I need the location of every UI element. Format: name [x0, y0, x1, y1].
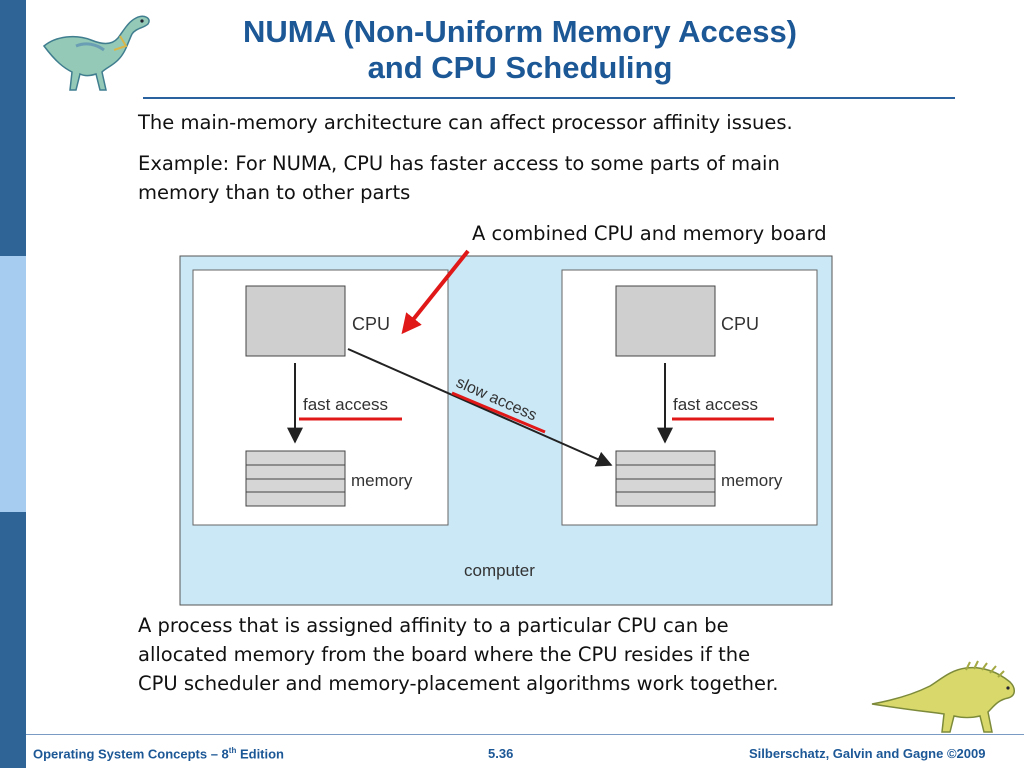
bullet-2-line-1: Example: For NUMA, CPU has faster access… — [138, 152, 780, 175]
bottom-line-2: allocated memory from the board where th… — [138, 643, 751, 666]
footer-book-title-text: Operating System Concepts – 8 — [33, 746, 229, 762]
sidebar-bottom — [0, 512, 26, 768]
footer-rule — [26, 734, 1024, 735]
right-fast-label: fast access — [673, 395, 758, 414]
slow-access-highlight — [451, 391, 546, 434]
left-memory-label: memory — [351, 471, 413, 490]
footer-book-title-sup: th — [228, 746, 237, 755]
right-memory-stack — [615, 450, 716, 507]
computer-label: computer — [464, 561, 535, 580]
right-cpu-chip — [615, 285, 716, 357]
bottom-paragraph: A process that is assigned affinity to a… — [138, 611, 778, 698]
left-cpu-chip — [245, 285, 346, 357]
right-cpu-label: CPU — [721, 314, 759, 334]
sidebar-top — [0, 0, 26, 256]
slide-title: NUMA (Non-Uniform Memory Access) and CPU… — [150, 14, 890, 86]
title-line-1: NUMA (Non-Uniform Memory Access) — [242, 14, 798, 49]
slow-access-arrow — [347, 348, 613, 467]
title-line-2: and CPU Scheduling — [367, 50, 673, 85]
footer-authors: Silberschatz, Galvin and Gagne ©2009 — [749, 746, 986, 761]
left-fast-label: fast access — [303, 395, 388, 414]
footer-book-title: Operating System Concepts – 8th Edition — [33, 746, 284, 761]
left-memory-stack — [245, 450, 346, 507]
bottom-line-3: CPU scheduler and memory-placement algor… — [138, 672, 779, 695]
footer-page-number: 5.36 — [488, 746, 514, 761]
footer-book-title-suffix: Edition — [236, 746, 285, 762]
bullet-2: Example: For NUMA, CPU has faster access… — [138, 149, 780, 207]
bullet-2-line-2: memory than to other parts — [138, 181, 411, 204]
board-callout: A combined CPU and memory board — [472, 222, 827, 245]
bottom-line-1: A process that is assigned affinity to a… — [138, 614, 729, 637]
left-cpu-label: CPU — [352, 314, 390, 334]
board-callout-arrow — [401, 249, 470, 335]
sidebar-middle — [0, 256, 26, 512]
title-underline — [143, 97, 955, 99]
dinosaur-logo-icon — [42, 15, 150, 91]
bullet-1: The main-memory architecture can affect … — [138, 111, 793, 134]
right-memory-label: memory — [721, 471, 783, 490]
dinosaur-footer-icon — [871, 660, 1015, 733]
